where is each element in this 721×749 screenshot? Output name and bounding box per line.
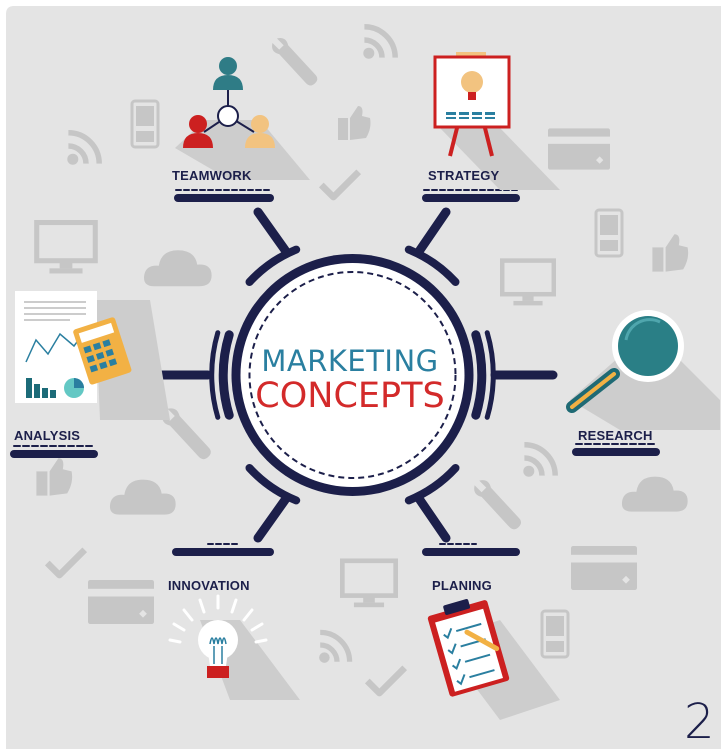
cloud-icon [144,250,212,287]
strategy-easel-icon [433,52,560,190]
card-icon [571,546,637,590]
wrench-icon [474,480,522,530]
wifi-icon [319,632,349,662]
hub-spokes [143,207,558,543]
central-hub [143,207,558,543]
check-icon [367,668,404,693]
card-icon [548,128,610,170]
label-innovation: INNOVATION [168,578,250,593]
analysis-report-icon [15,291,170,420]
phone-icon [594,208,624,258]
planning-clipboard-icon [427,599,560,720]
wrench-icon [272,38,318,86]
label-research: RESEARCH [578,428,653,443]
title-concepts: CONCEPTS [255,376,445,416]
label-bars [10,189,660,556]
label-planing: PLANING [432,578,492,593]
card-icon [88,580,154,624]
monitor-icon [342,561,395,607]
cloud-icon [621,476,688,512]
thumb-icon [338,106,371,140]
cloud-icon [109,479,176,515]
monitor-icon [502,261,554,306]
innovation-bulb-icon [168,594,300,700]
phone-icon [130,99,160,149]
teamwork-people-icon [175,57,310,180]
hub-outer-arcs [209,245,496,505]
thumb-icon [652,234,689,272]
label-teamwork: TEAMWORK [172,168,252,183]
check-icon [47,550,84,575]
label-analysis: ANALYSIS [14,428,81,443]
wifi-icon [523,445,555,477]
thumb-icon [36,458,73,496]
slide-number: 2 [684,694,715,749]
check-icon [321,172,358,197]
wrench-icon [162,408,211,460]
monitor-icon [37,223,96,274]
title-marketing: MARKETING [261,344,439,378]
label-strategy: STRATEGY [428,168,500,183]
research-magnifier-icon [566,310,720,430]
wifi-icon [67,133,99,165]
phone-icon [540,609,570,659]
wifi-icon [363,27,395,59]
